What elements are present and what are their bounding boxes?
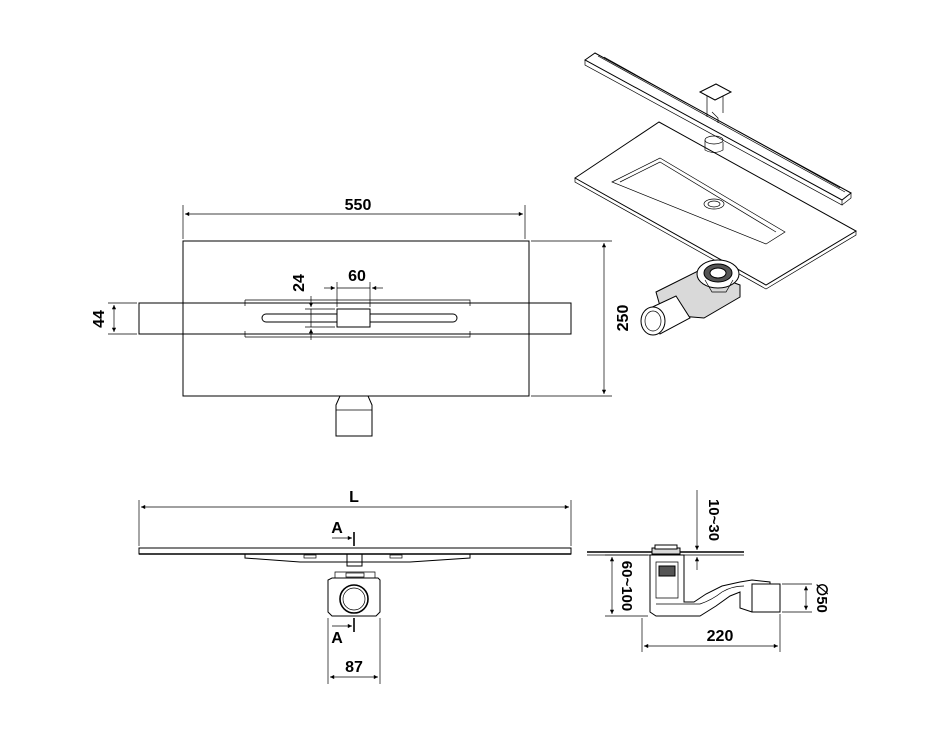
center-grate bbox=[336, 308, 371, 328]
front-channel bbox=[138, 547, 572, 555]
dim-grate-height-label: 24 bbox=[291, 274, 308, 292]
front-trap-body bbox=[327, 577, 381, 617]
dim-height-label: 250 bbox=[615, 305, 632, 332]
dim-side-height-label: 60~100 bbox=[618, 561, 635, 611]
dim-channel-label: 44 bbox=[91, 310, 108, 328]
dim-width-label: 550 bbox=[345, 197, 372, 214]
front-view: L A A 87 bbox=[138, 489, 572, 684]
dim-length-label: L bbox=[349, 489, 359, 506]
dim-trap-width-label: 87 bbox=[345, 659, 363, 676]
dim-grate-width-label: 60 bbox=[348, 268, 366, 285]
top-view: 550 250 44 60 24 bbox=[91, 197, 632, 437]
iso-channel-rail bbox=[584, 52, 852, 201]
section-a-bottom-label: A bbox=[331, 630, 343, 647]
tray-plate bbox=[182, 240, 530, 397]
iso-grate-key bbox=[698, 83, 733, 101]
drain-channel bbox=[138, 302, 572, 335]
side-view: 10~30 60~100 220 ∅50 bbox=[587, 490, 830, 652]
dim-adjust-label: 10~30 bbox=[705, 499, 722, 541]
outlet-top-view bbox=[335, 395, 373, 437]
section-a-top-label: A bbox=[331, 520, 343, 537]
dim-side-length-label: 220 bbox=[707, 628, 734, 645]
dim-outlet-label: ∅50 bbox=[813, 583, 830, 613]
isometric-view bbox=[574, 52, 858, 336]
